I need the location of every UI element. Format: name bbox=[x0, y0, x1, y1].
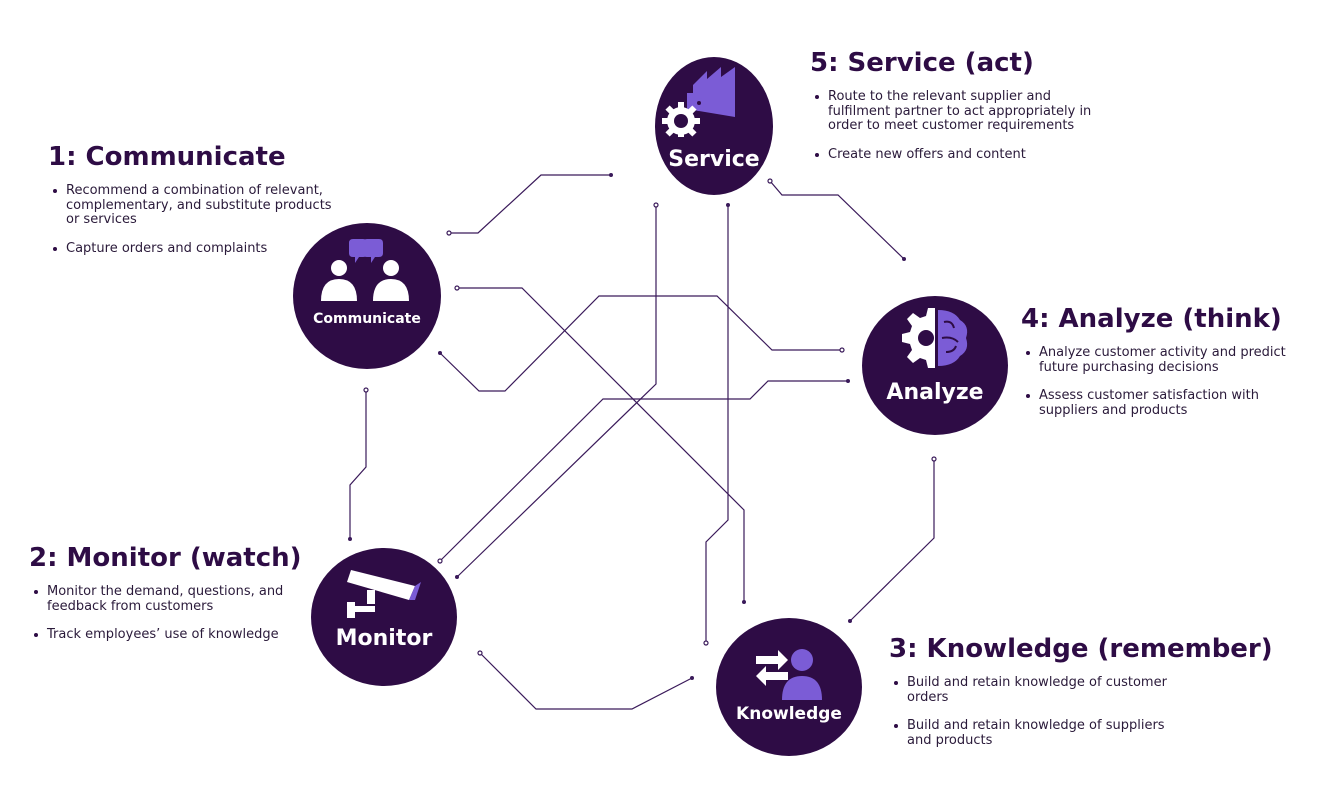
knowledge-block: 3: Knowledge (remember) Build and retain… bbox=[889, 634, 1273, 762]
monitor-list: Monitor the demand, questions, and feedb… bbox=[29, 584, 294, 643]
factory-gear-icon bbox=[662, 67, 735, 137]
service-node-label: Service bbox=[668, 147, 760, 172]
connector-line bbox=[456, 205, 657, 578]
connector-line bbox=[349, 390, 367, 539]
knowledge-list: Build and retain knowledge of customer o… bbox=[889, 675, 1179, 748]
connector-line bbox=[457, 287, 745, 602]
connector-line bbox=[849, 459, 935, 622]
connector-endpoint bbox=[848, 619, 852, 623]
communicate-node: Communicate bbox=[293, 223, 441, 369]
connector-endpoint bbox=[767, 178, 773, 184]
list-item: Capture orders and complaints bbox=[48, 241, 333, 257]
list-item: Assess customer satisfaction with suppli… bbox=[1021, 388, 1296, 418]
connector-endpoint bbox=[609, 173, 613, 177]
connector-line bbox=[449, 174, 611, 234]
list-item: Recommend a combination of relevant, com… bbox=[48, 183, 333, 228]
connector-endpoint bbox=[455, 575, 459, 579]
connector-line bbox=[439, 295, 842, 392]
connector-endpoint bbox=[690, 676, 694, 680]
analyze-node: Analyze bbox=[862, 296, 1008, 435]
monitor-block: 2: Monitor (watch) Monitor the demand, q… bbox=[29, 543, 302, 657]
list-item: Track employees’ use of knowledge bbox=[29, 627, 294, 643]
connector-endpoint bbox=[446, 230, 452, 236]
connector-endpoint bbox=[839, 347, 845, 353]
list-item: Create new offers and content bbox=[810, 147, 1100, 163]
service-list: Route to the relevant supplier and fulfi… bbox=[810, 89, 1100, 163]
communicate-list: Recommend a combination of relevant, com… bbox=[48, 183, 333, 257]
monitor-node: Monitor bbox=[311, 548, 457, 686]
list-item: Monitor the demand, questions, and feedb… bbox=[29, 584, 294, 614]
analyze-heading: 4: Analyze (think) bbox=[1021, 304, 1282, 334]
connector-endpoint bbox=[438, 351, 442, 355]
connector-endpoint bbox=[348, 537, 352, 541]
connector-line bbox=[769, 180, 905, 260]
list-item: Analyze customer activity and predict fu… bbox=[1021, 345, 1296, 375]
knowledge-node: Knowledge bbox=[716, 618, 862, 756]
list-item: Build and retain knowledge of customer o… bbox=[889, 675, 1179, 705]
knowledge-heading: 3: Knowledge (remember) bbox=[889, 634, 1273, 664]
knowledge-node-label: Knowledge bbox=[736, 704, 842, 724]
connector-endpoint bbox=[902, 257, 906, 261]
connector-line bbox=[479, 652, 693, 710]
connector-line bbox=[439, 380, 848, 562]
service-block: 5: Service (act) Route to the relevant s… bbox=[810, 48, 1100, 176]
communicate-heading: 1: Communicate bbox=[48, 142, 286, 172]
connector-endpoint bbox=[363, 387, 369, 393]
connector-endpoint bbox=[846, 379, 850, 383]
security-camera-icon bbox=[347, 570, 421, 618]
monitor-node-label: Monitor bbox=[335, 626, 433, 651]
gear-brain-icon bbox=[902, 308, 968, 368]
service-node: Service bbox=[655, 57, 773, 195]
service-heading: 5: Service (act) bbox=[810, 48, 1034, 78]
person-exchange-icon bbox=[756, 649, 822, 700]
connector-line bbox=[705, 205, 729, 643]
connector-endpoint bbox=[742, 600, 746, 604]
people-chat-icon bbox=[321, 239, 409, 301]
connector-endpoint bbox=[703, 640, 709, 646]
analyze-block: 4: Analyze (think) Analyze customer acti… bbox=[1021, 304, 1296, 432]
analyze-list: Analyze customer activity and predict fu… bbox=[1021, 345, 1296, 418]
connector-endpoint bbox=[477, 650, 483, 656]
connector-endpoint bbox=[726, 203, 730, 207]
list-item: Route to the relevant supplier and fulfi… bbox=[810, 89, 1100, 134]
list-item: Build and retain knowledge of suppliers … bbox=[889, 718, 1179, 748]
analyze-node-label: Analyze bbox=[886, 380, 984, 405]
communicate-block: 1: Communicate Recommend a combination o… bbox=[48, 142, 333, 270]
communicate-node-label: Communicate bbox=[313, 311, 421, 327]
monitor-heading: 2: Monitor (watch) bbox=[29, 543, 302, 573]
connector-endpoint bbox=[653, 202, 659, 208]
connector-endpoint bbox=[454, 285, 460, 291]
connector-endpoint bbox=[437, 558, 443, 564]
connector-endpoint bbox=[931, 456, 937, 462]
